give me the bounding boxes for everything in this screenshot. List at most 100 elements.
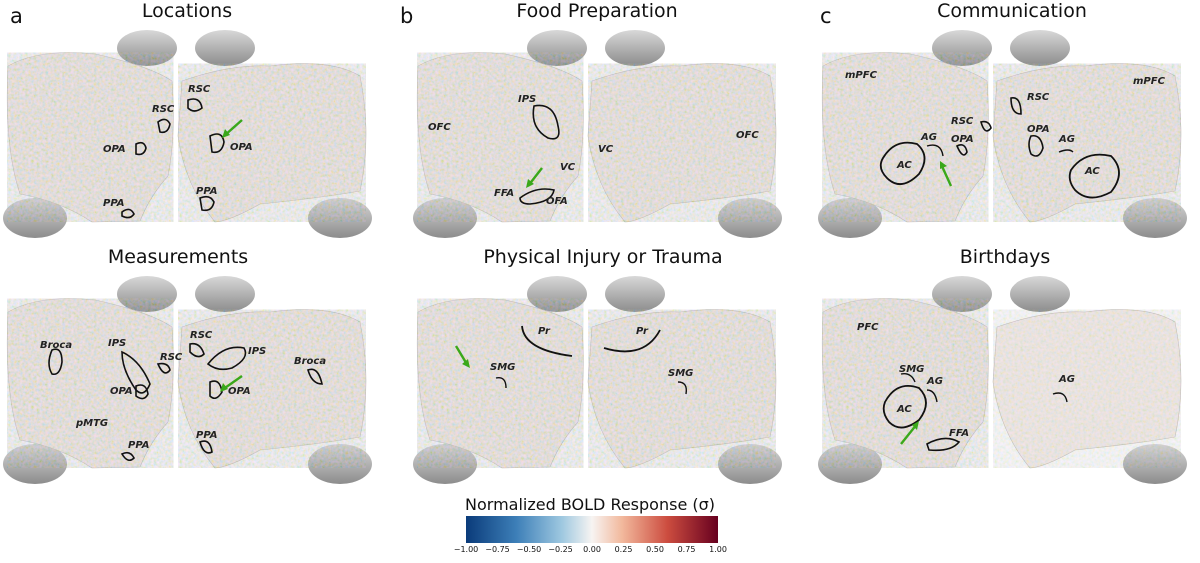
roi-label: SMG bbox=[490, 362, 515, 373]
colorbar-tick-label: 0.25 bbox=[614, 545, 633, 554]
roi-label: AC bbox=[896, 404, 912, 415]
colorbar-tick-label: 0.50 bbox=[646, 545, 664, 554]
roi-outline bbox=[900, 372, 916, 383]
panel-letter-a: a bbox=[10, 4, 23, 28]
roi-outline bbox=[882, 384, 927, 429]
brain-thumbnail-top-left bbox=[117, 276, 177, 312]
roi-outline bbox=[926, 437, 961, 452]
flatmap-physical-injury: Pr SMG Pr SMG bbox=[413, 276, 782, 484]
roi-label: AC bbox=[1084, 166, 1100, 177]
roi-label: pMTG bbox=[75, 418, 108, 429]
colorbar-tick-label: −0.50 bbox=[516, 545, 542, 554]
brain-thumbnail-top-right bbox=[605, 30, 665, 66]
colorbar-tick-label: −0.25 bbox=[548, 545, 573, 554]
roi-label: FFA bbox=[494, 188, 514, 199]
roi-label: VC bbox=[560, 162, 576, 173]
roi-label: RSC bbox=[188, 84, 211, 95]
roi-label: PPA bbox=[103, 198, 124, 209]
roi-label: PPA bbox=[128, 440, 149, 451]
roi-outline bbox=[209, 133, 225, 154]
brain-thumbnail-top-left bbox=[527, 276, 587, 312]
roi-label: AG bbox=[1058, 374, 1075, 385]
brain-thumbnail-top-left bbox=[932, 30, 992, 66]
roi-outline bbox=[156, 362, 171, 374]
brain-thumbnail-top-left bbox=[932, 276, 992, 312]
brain-thumbnail-top-left bbox=[527, 30, 587, 66]
roi-outline bbox=[980, 120, 992, 132]
green-arrow bbox=[900, 423, 918, 445]
roi-outline bbox=[135, 384, 149, 400]
roi-outline bbox=[1052, 392, 1068, 403]
roi-label: OFA bbox=[546, 196, 568, 207]
title-locations: Locations bbox=[141, 0, 233, 22]
roi-label: OPA bbox=[228, 386, 251, 397]
roi-label: AG bbox=[1058, 134, 1075, 145]
panel-letter-c: c bbox=[820, 4, 832, 28]
brain-thumbnail-bottom-right bbox=[308, 444, 372, 484]
roi-label: IPS bbox=[108, 338, 126, 349]
roi-outline bbox=[532, 104, 560, 140]
brain-thumbnail-bottom-left bbox=[413, 198, 477, 238]
brain-thumbnail-top-right bbox=[1010, 30, 1070, 66]
roi-label: RSC bbox=[951, 116, 974, 127]
brain-thumbnail-bottom-left bbox=[3, 444, 67, 484]
brain-thumbnail-top-right bbox=[195, 30, 255, 66]
roi-label: RSC bbox=[1027, 92, 1050, 103]
roi-label: RSC bbox=[152, 104, 175, 115]
roi-outline bbox=[120, 451, 135, 462]
roi-outline bbox=[209, 380, 223, 400]
colorbar-tick-label: 0.00 bbox=[583, 545, 601, 554]
roi-label: OFC bbox=[736, 130, 759, 141]
colorbar bbox=[466, 516, 718, 543]
roi-label: OPA bbox=[103, 144, 126, 155]
title-physical-injury: Physical Injury or Trauma bbox=[483, 246, 723, 268]
roi-outline bbox=[926, 389, 938, 403]
brain-thumbnail-bottom-right bbox=[718, 198, 782, 238]
roi-outline bbox=[199, 440, 213, 454]
brain-thumbnail-bottom-left bbox=[3, 198, 67, 238]
brain-thumbnail-top-right bbox=[195, 276, 255, 312]
roi-label: IPS bbox=[518, 94, 536, 105]
roi-label: OPA bbox=[110, 386, 133, 397]
flatmap-food-preparation: IPS OFC VC FFA OFA VC OFC bbox=[413, 30, 782, 238]
roi-label: OPA bbox=[230, 142, 253, 153]
panel-letter-b: b bbox=[400, 4, 414, 28]
roi-outline bbox=[307, 368, 323, 385]
title-birthdays: Birthdays bbox=[959, 246, 1051, 268]
roi-outline bbox=[955, 144, 968, 156]
roi-label: PPA bbox=[196, 186, 217, 197]
roi-outline bbox=[187, 98, 203, 112]
brain-thumbnail-bottom-right bbox=[1123, 444, 1187, 484]
roi-outline bbox=[603, 329, 661, 353]
roi-label: SMG bbox=[668, 368, 693, 379]
colorbar-tick-label: −0.75 bbox=[485, 545, 510, 554]
roi-label: OPA bbox=[951, 134, 974, 145]
roi-outline bbox=[135, 141, 147, 156]
roi-outline bbox=[1068, 153, 1120, 199]
roi-label: IPS bbox=[248, 346, 266, 357]
roi-label: mPFC bbox=[845, 70, 878, 81]
roi-outline bbox=[199, 195, 215, 212]
roi-outline bbox=[48, 348, 63, 376]
colorbar-tick-label: −1.00 bbox=[453, 545, 479, 554]
roi-label: mPFC bbox=[1133, 76, 1166, 87]
colorbar-title: Normalized BOLD Response (σ) bbox=[465, 495, 715, 514]
brain-thumbnail-bottom-right bbox=[1123, 198, 1187, 238]
roi-label: RSC bbox=[160, 352, 183, 363]
roi-outline bbox=[189, 342, 205, 358]
flatmap-locations: RSC RSC OPA OPA PPA PPA bbox=[3, 30, 372, 238]
roi-label: OFC bbox=[428, 122, 451, 133]
roi-label: PPA bbox=[196, 430, 217, 441]
flatmap-birthdays: PFC SMG AG AC FFA AG bbox=[818, 276, 1187, 484]
brain-thumbnail-bottom-left bbox=[413, 444, 477, 484]
roi-label: Broca bbox=[294, 356, 326, 367]
roi-label: AC bbox=[896, 160, 912, 171]
flatmap-measurements: Broca IPS RSC OPA pMTG PPA RSC IPS Broca… bbox=[3, 276, 372, 484]
brain-thumbnail-bottom-right bbox=[308, 198, 372, 238]
title-food-preparation: Food Preparation bbox=[516, 0, 678, 22]
roi-label: AG bbox=[926, 376, 943, 387]
roi-outline bbox=[1058, 149, 1074, 153]
roi-outline bbox=[495, 377, 507, 389]
colorbar-tick-label: 0.75 bbox=[677, 545, 696, 554]
